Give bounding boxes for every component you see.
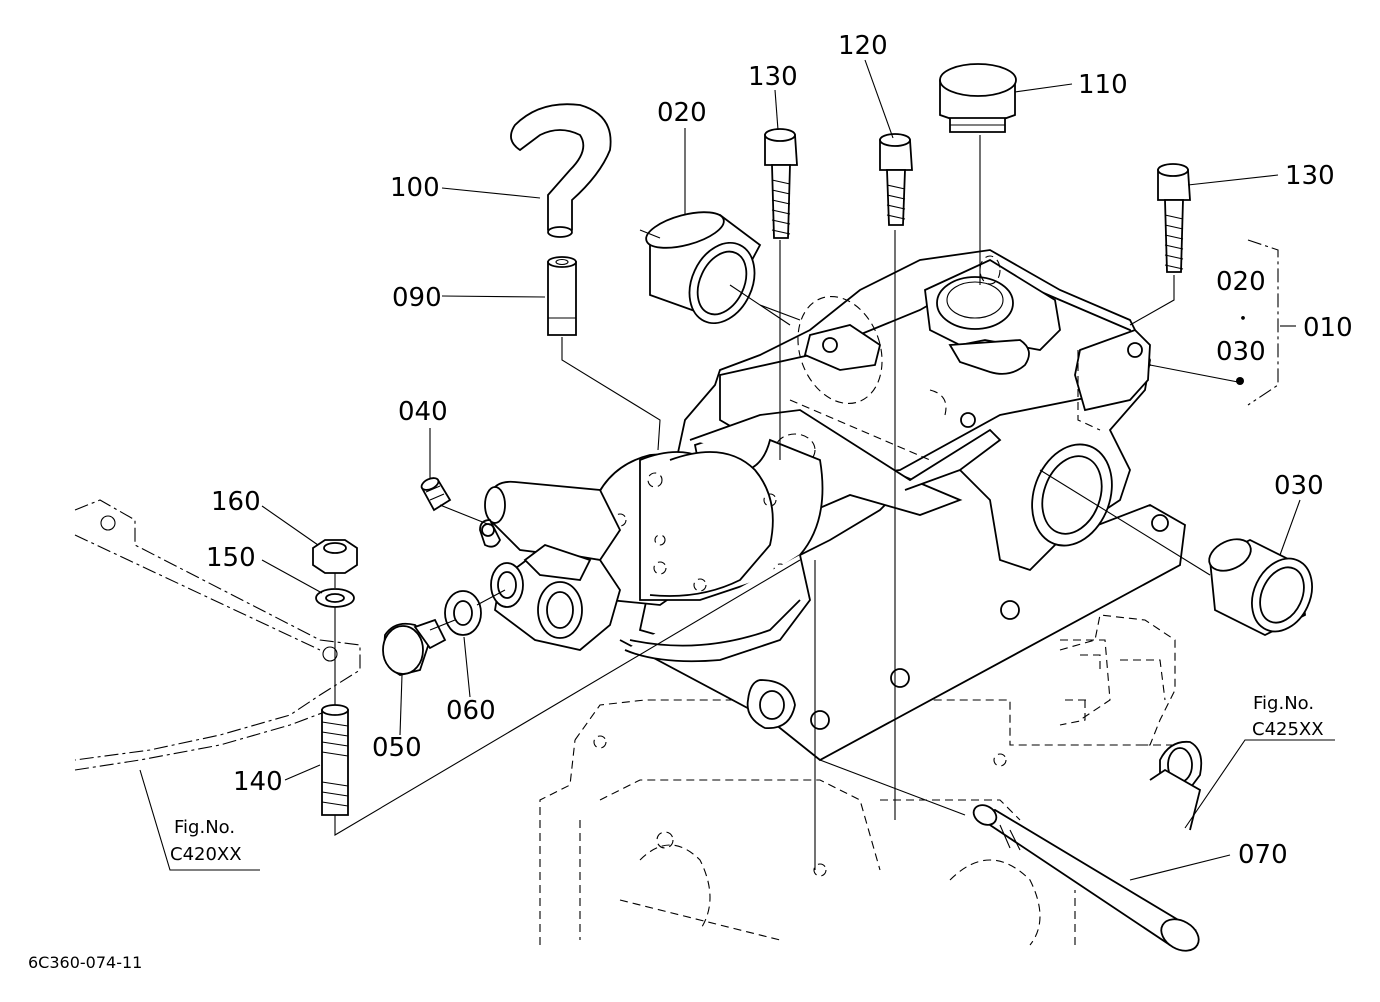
fig-ref-right-code: C425XX (1252, 719, 1324, 740)
figure-references: Fig.No. C420XX Fig.No. C425XX (170, 693, 1324, 865)
filler-cap-110 (939, 63, 1017, 133)
part-label-100: 100 (390, 173, 440, 203)
lifting-hook-100 (510, 103, 612, 238)
sleeve-090 (547, 256, 577, 336)
assembly-lines (334, 135, 1211, 870)
part-label-040: 040 (398, 397, 448, 427)
part-label-060: 060 (446, 696, 496, 726)
right-link-part (1149, 739, 1335, 831)
bushing-030 (1208, 538, 1313, 637)
bolt-120 (879, 133, 913, 226)
part-label-090: 090 (392, 283, 442, 313)
part-label-160: 160 (211, 487, 261, 517)
washer-150 (315, 588, 355, 608)
drawing-code: 6C360-074-11 (28, 953, 142, 972)
part-label-030-right: 030 (1274, 471, 1324, 501)
part-label-150: 150 (206, 543, 256, 573)
part-label-030-bracket: 030 (1216, 337, 1266, 367)
part-labels: 010 020 020 ・ 030 030 040 050 060 070 09… (206, 31, 1353, 870)
part-label-110: 110 (1078, 70, 1128, 100)
plug-050 (382, 618, 447, 676)
assembly-bracket-010 (1236, 239, 1296, 406)
part-label-130-left: 130 (748, 62, 798, 92)
washer-060 (444, 590, 482, 636)
bracket-dot (1236, 377, 1244, 385)
transmission-case-outline (539, 614, 1191, 946)
bolt-130-left (764, 128, 798, 239)
nut-160 (312, 539, 358, 574)
part-label-070: 070 (1238, 840, 1288, 870)
stud-140 (321, 704, 349, 816)
shaft-070 (972, 804, 1200, 952)
part-label-120: 120 (838, 31, 888, 61)
fig-ref-left-code: C420XX (170, 844, 242, 865)
bolt-130-right (1157, 163, 1191, 273)
fig-ref-right-prefix: Fig.No. (1253, 693, 1314, 714)
part-label-130-right: 130 (1285, 161, 1335, 191)
lift-cylinder-housing (479, 249, 1186, 762)
bracket-separator: ・ (1234, 309, 1252, 330)
fig-ref-left-prefix: Fig.No. (174, 817, 235, 838)
part-label-020-top: 020 (657, 98, 707, 128)
leader-lines (261, 59, 1301, 881)
bushing-020 (639, 211, 762, 325)
part-label-020-bracket: 020 (1216, 267, 1266, 297)
setscrew-040 (420, 477, 452, 512)
part-label-010: 010 (1303, 313, 1353, 343)
part-label-050: 050 (372, 733, 422, 763)
left-frame-outline (74, 499, 361, 871)
part-label-140: 140 (233, 767, 283, 797)
